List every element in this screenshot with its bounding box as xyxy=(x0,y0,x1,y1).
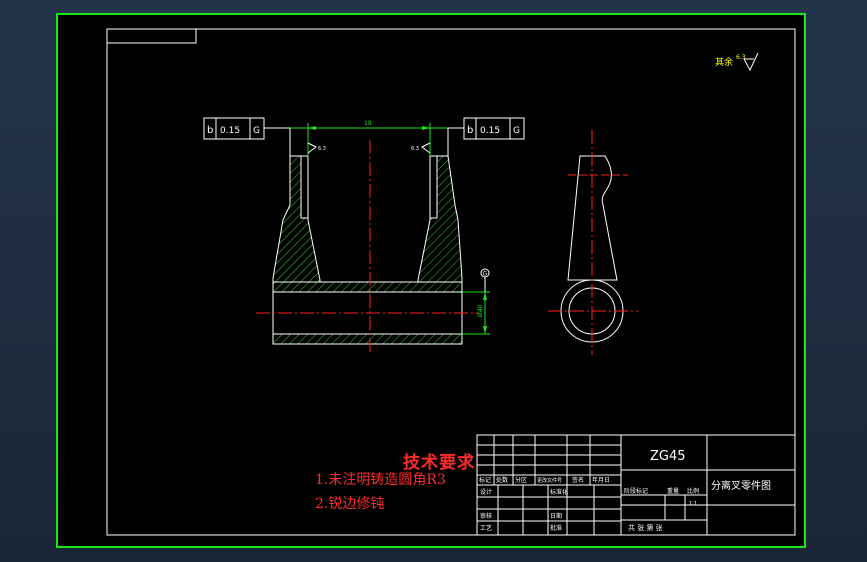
svg-text:比例: 比例 xyxy=(687,487,699,495)
svg-text:标准化: 标准化 xyxy=(550,488,568,496)
side-view xyxy=(548,130,638,355)
right-fork-arm xyxy=(417,155,463,283)
left-fork-arm xyxy=(272,155,321,283)
tech-requirement-1: 1.未注明铸造圆角R3 xyxy=(315,472,446,488)
svg-text:0.15: 0.15 xyxy=(480,126,500,136)
svg-text:阶段标记: 阶段标记 xyxy=(624,487,648,495)
svg-text:日期: 日期 xyxy=(550,512,562,520)
general-roughness: 其余 6.3 xyxy=(715,52,759,72)
svg-text:6.3: 6.3 xyxy=(318,146,326,152)
front-section-view xyxy=(256,140,478,353)
svg-text:1:1: 1:1 xyxy=(689,501,697,507)
svg-text:工艺: 工艺 xyxy=(480,524,492,532)
side-arm-outline xyxy=(567,155,618,281)
roughness-prefix: 其余 xyxy=(715,56,733,68)
svg-text:审核: 审核 xyxy=(480,512,492,520)
drawing-canvas: 其余 6.3 xyxy=(106,28,796,536)
side-roughness-left: 6.3 xyxy=(307,142,326,154)
svg-text:b: b xyxy=(467,125,473,136)
svg-text:重量: 重量 xyxy=(667,487,679,495)
svg-text:标记: 标记 xyxy=(479,476,491,484)
svg-text:处数: 处数 xyxy=(496,476,508,484)
svg-text:签名: 签名 xyxy=(572,476,584,484)
datum-circle-icon xyxy=(480,268,490,278)
roughness-check-icon xyxy=(743,52,759,72)
side-roughness-right: 6.3 xyxy=(411,142,431,154)
svg-text:批准: 批准 xyxy=(550,524,562,532)
roughness-value: 6.3 xyxy=(736,54,746,61)
bore-dimension-text: Ø40 xyxy=(477,304,484,317)
top-dimension-text: 18 xyxy=(364,120,372,127)
corner-box xyxy=(106,28,197,44)
tech-requirements-title: 技术要求 xyxy=(403,453,475,473)
tech-requirement-2: 2.锐边修钝 xyxy=(315,496,385,512)
svg-text:G: G xyxy=(253,126,260,136)
inner-frame xyxy=(106,28,796,536)
title-block: 标记 处数 分区 更改文件号 签名 年月日 设计 标准化 审核 日期 工艺 批准… xyxy=(476,434,796,536)
svg-text:设计: 设计 xyxy=(480,488,492,496)
svg-text:共 张 第 张: 共 张 第 张 xyxy=(628,523,663,532)
svg-text:更改文件号: 更改文件号 xyxy=(537,477,562,484)
tolerance-frame-right: b 0.15 G xyxy=(447,117,525,156)
svg-text:G: G xyxy=(513,126,520,136)
svg-text:6.3: 6.3 xyxy=(411,146,419,152)
svg-text:年月日: 年月日 xyxy=(592,476,610,484)
svg-text:G: G xyxy=(483,271,488,278)
tolerance-frame-left: b 0.15 G xyxy=(203,117,291,156)
drawing-sheet: 其余 6.3 xyxy=(56,13,806,548)
svg-text:0.15: 0.15 xyxy=(220,126,240,136)
material-label: ZG45 xyxy=(650,449,686,464)
svg-text:分区: 分区 xyxy=(515,476,527,484)
drawing-name: 分离叉零件图 xyxy=(711,479,771,492)
svg-text:b: b xyxy=(207,125,213,136)
top-dimension: 18 xyxy=(278,120,458,156)
bore-dimension: Ø40 G xyxy=(462,268,490,335)
